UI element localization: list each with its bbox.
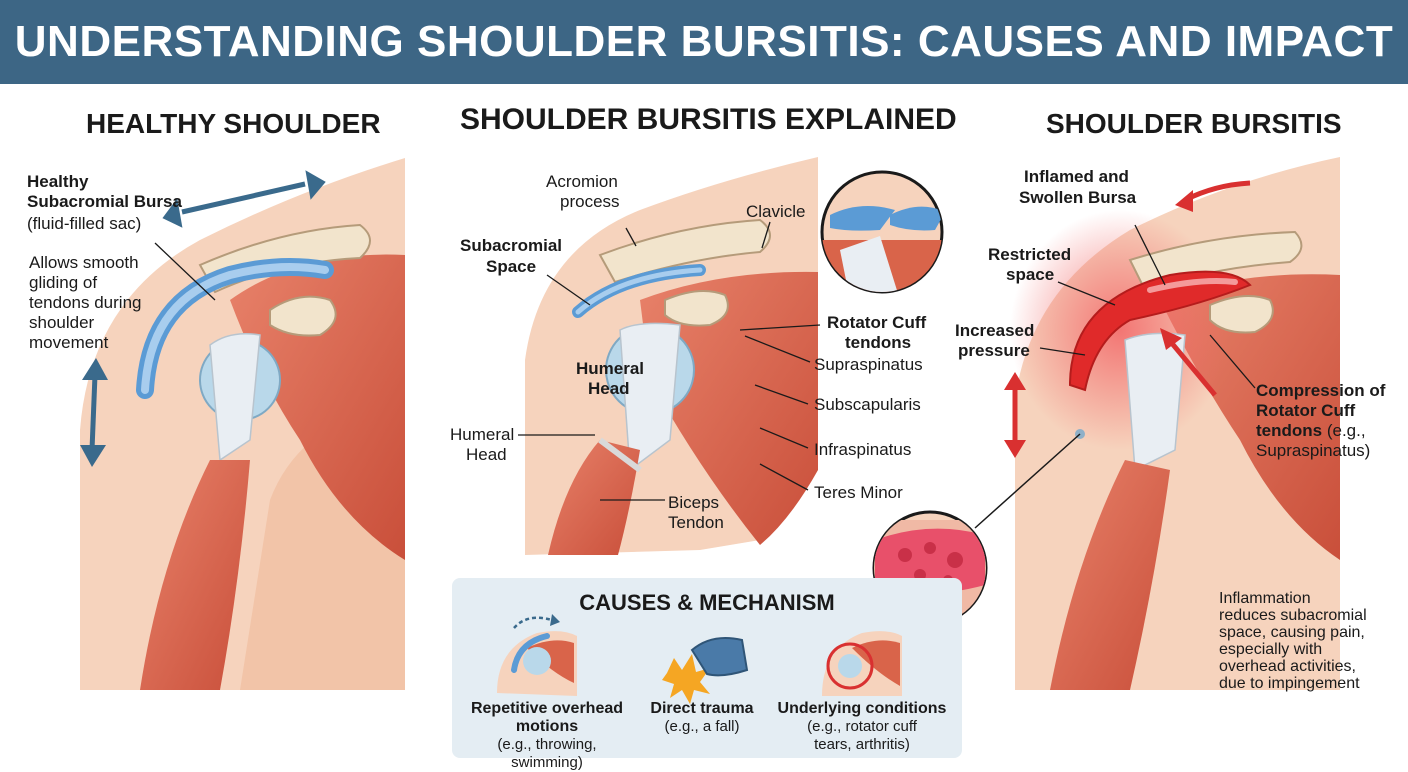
page-title: UNDERSTANDING SHOULDER BURSITIS: CAUSES … [14,17,1394,66]
label-inflamed: Inflamed and [1024,167,1129,186]
note-line: overhead activities, [1219,658,1356,675]
cause-trauma: Direct trauma (e.g., a fall) [642,700,762,736]
label-humeral-head-bold: Humeral [576,359,645,378]
title-banner: UNDERSTANDING SHOULDER BURSITIS: CAUSES … [0,0,1408,84]
label-acromion-process: process [560,192,620,211]
cause-sub: (e.g., a fall) [664,718,740,735]
panel-title-healthy: HEALTHY SHOULDER [86,108,381,139]
healthy-desc-line: shoulder [29,313,95,332]
cause-title: Underlying conditions [777,700,947,717]
label-biceps: Biceps [668,493,720,512]
label-restricted-space: space [1006,265,1055,284]
label-compression-rotator: Rotator Cuff [1256,401,1356,420]
overhead-motion-icon [497,614,577,696]
cause-repetitive: Repetitive overhead motions (e.g., throw… [462,700,632,772]
bursa-label-healthy: Healthy [27,172,89,191]
cause-title: Repetitive overhead [470,700,624,717]
underlying-conditions-icon [822,631,902,696]
causes-title: CAUSES & MECHANISM [579,590,835,615]
cause-underlying: Underlying conditions (e.g., rotator cuf… [772,700,952,754]
label-swollen-bursa: Swollen Bursa [1019,188,1137,207]
healthy-desc-line: Allows smooth [29,253,139,272]
label-subacromial: Subacromial [460,236,563,255]
cause-sub: (e.g., throwing, swimming) [497,736,597,771]
cause-title: Direct trauma [650,700,754,717]
label-biceps-tendon: Tendon [668,513,724,532]
direct-trauma-icon [662,637,749,704]
bursitis-figure [872,157,1340,690]
healthy-desc-line: tendons during [29,293,142,312]
cause-title: motions [515,718,579,735]
inflammation-note: Inflammation reduces subacromial space, … [1219,590,1367,692]
cause-sub: (e.g., rotator cuff [807,718,917,735]
label-compression: Compression of [1256,381,1386,400]
healthy-desc-line: movement [29,333,109,352]
healthy-desc-line: gliding of [29,273,98,292]
label-eg: (e.g., [1322,421,1366,440]
bursa-label-fluid: (fluid-filled sac) [27,214,142,233]
label-subscapularis: Subscapularis [814,395,921,414]
bursitis-explained-figure [518,157,944,555]
bursa-label-subacromial: Subacromial Bursa [27,192,182,211]
note-line: reduces subacromial [1219,607,1367,624]
panel-title-bursitis: SHOULDER BURSITIS [1046,108,1342,139]
causes-box: CAUSES & MECHANISM Repetitive overhead m… [452,578,962,771]
note-line: due to impingement [1219,675,1360,692]
label-infraspinatus: Infraspinatus [814,440,912,459]
label-supraspinatus: Supraspinatus [814,355,923,374]
note-line: especially with [1219,641,1323,658]
causes-icons [497,614,902,704]
note-line: space, causing pain, [1219,624,1365,641]
label-clavicle: Clavicle [746,202,806,221]
label-pressure: pressure [958,341,1030,360]
label-acromion: Acromion [546,172,618,191]
label-teres-minor: Teres Minor [814,483,903,502]
label-compression-supraspinatus: Supraspinatus) [1256,441,1371,460]
cause-sub: tears, arthritis) [814,736,910,753]
label-tendons-bold: tendons [1256,421,1323,440]
note-line: Inflammation [1219,590,1311,607]
label-rotator-cuff: Rotator Cuff [827,313,927,332]
healthy-shoulder-figure [80,158,405,690]
label-restricted: Restricted [988,245,1072,264]
label-humeral-head-2: Head [466,445,507,464]
label-humeral-head-bold-2: Head [588,379,630,398]
label-rotator-tendons: tendons [845,333,912,352]
panel-title-explained: SHOULDER BURSITIS EXPLAINED [460,103,957,136]
label-humeral-head: Humeral [450,425,515,444]
label-space: Space [486,257,537,276]
label-compression-tendons: tendons (e.g., [1256,421,1366,441]
label-increased: Increased [955,321,1035,340]
